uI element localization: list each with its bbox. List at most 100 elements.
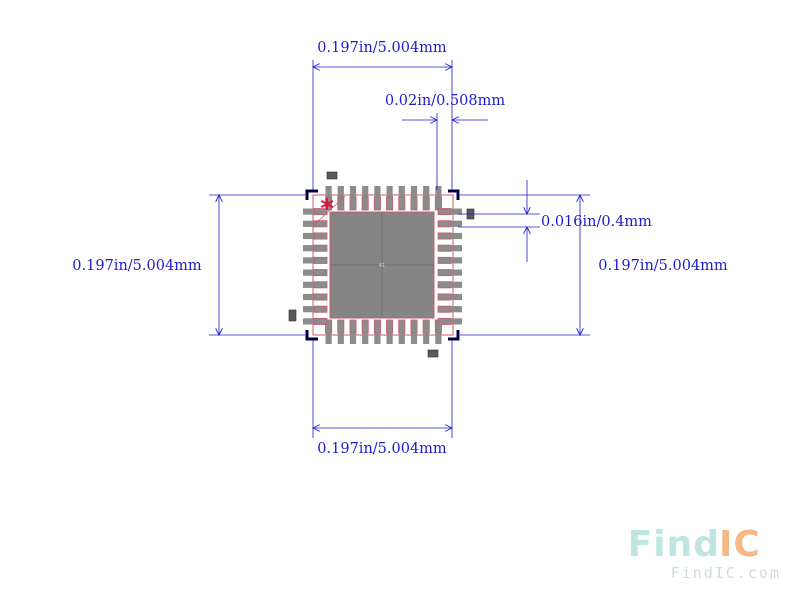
left-pad-tab [303, 293, 314, 301]
left-pad [313, 220, 328, 228]
bottom-pad-tab [362, 333, 369, 344]
left-pad-tab [303, 281, 314, 288]
bottom-pad-tab [423, 333, 430, 344]
right-pad [437, 305, 452, 313]
fiducial-top [326, 171, 338, 180]
top-pad [386, 196, 394, 211]
top-pad-tab [386, 186, 393, 197]
right-pad [437, 256, 452, 264]
bottom-pad-tab [325, 333, 332, 344]
top-pad-tab [374, 186, 381, 197]
right-pad-tab [451, 269, 462, 276]
bottom-pad [398, 319, 406, 334]
dimension-bottom-width-label: 0.197in/5.004mm [317, 441, 447, 457]
right-pad-row [437, 208, 462, 325]
dimension-right-height [460, 195, 590, 335]
top-pad-tab [325, 186, 332, 197]
top-pad [373, 196, 381, 211]
right-pad-tab [451, 220, 462, 227]
top-pad [422, 196, 430, 211]
right-pad-tab [451, 208, 462, 215]
bottom-pad-tab [410, 333, 418, 344]
fiducial-bottom [427, 349, 439, 358]
top-pad-tab [410, 186, 418, 197]
top-pad-row [325, 186, 442, 211]
top-pad [361, 196, 369, 211]
left-pad-tab [303, 208, 314, 215]
right-pad [437, 317, 452, 325]
left-pad [313, 281, 328, 289]
right-pad [437, 293, 452, 301]
left-pad-row [303, 208, 328, 325]
dimension-pad-width [458, 180, 540, 262]
left-pad [313, 256, 328, 264]
right-pad [437, 244, 452, 252]
right-pad [437, 208, 452, 216]
bottom-pad-tab [374, 333, 381, 344]
dimension-left-height-label: 0.197in/5.004mm [72, 258, 202, 274]
dimension-bottom-width [313, 340, 452, 438]
right-pad-tab [451, 232, 462, 240]
dimension-top-width-label: 0.197in/5.004mm [317, 40, 447, 56]
right-pad [437, 281, 452, 289]
bottom-pad-row [325, 319, 442, 344]
top-pad [349, 196, 357, 211]
center-pad-label: 41 [379, 263, 385, 269]
left-pad [313, 244, 328, 252]
left-pad-tab [303, 257, 314, 264]
right-pad [437, 269, 452, 277]
watermark-ic-text: IC [719, 524, 761, 565]
bottom-pad-tab [398, 333, 405, 344]
left-pad-tab [303, 232, 314, 240]
bottom-pad [361, 319, 369, 334]
bottom-pad [373, 319, 381, 334]
bottom-pad-tab [349, 333, 357, 344]
dimension-left-height [209, 195, 305, 335]
top-pad-tab [349, 186, 357, 197]
bottom-pad [349, 319, 357, 334]
right-pad-tab [451, 257, 462, 264]
top-pad-tab [337, 186, 344, 197]
left-pad-tab [303, 318, 314, 325]
right-pad [437, 232, 452, 240]
left-pad-tab [303, 220, 314, 227]
right-pad-tab [451, 293, 462, 301]
top-pad-tab [435, 186, 442, 197]
left-pad-tab [303, 306, 314, 313]
bottom-pad [337, 319, 345, 334]
courtyard-corner-marks [305, 189, 460, 341]
left-pad [313, 232, 328, 240]
qfn-package: 41 * [288, 171, 475, 358]
bottom-pad-tab [435, 333, 442, 344]
watermark-url-text: FindIC.com [671, 564, 781, 582]
left-pad-tab [303, 269, 314, 276]
bottom-pad [422, 319, 430, 334]
dimension-right-height-label: 0.197in/5.004mm [598, 258, 728, 274]
pin1-marker: * [320, 194, 334, 224]
bottom-pad-tab [337, 333, 344, 344]
top-pad-tab [362, 186, 369, 197]
left-pad [313, 293, 328, 301]
left-pad [313, 269, 328, 277]
right-pad-tab [451, 245, 462, 252]
top-pad [398, 196, 406, 211]
exposed-thermal-pad: 41 [329, 211, 435, 319]
right-pad-tab [451, 281, 462, 288]
dimension-top-width [313, 60, 452, 190]
top-pad-tab [423, 186, 430, 197]
dimension-pad-width-label: 0.016in/0.4mm [541, 214, 652, 230]
left-pad-tab [303, 245, 314, 252]
dimension-pitch-label: 0.02in/0.508mm [385, 93, 505, 109]
top-pad [325, 196, 333, 211]
left-pad [313, 305, 328, 313]
left-pad [313, 317, 328, 325]
right-pad-tab [451, 318, 462, 325]
left-pad [313, 208, 328, 216]
top-pad [434, 196, 442, 211]
fiducial-left [288, 309, 297, 322]
top-pad [337, 196, 345, 211]
bottom-pad [410, 319, 418, 334]
watermark-find-text: Find [628, 524, 720, 565]
